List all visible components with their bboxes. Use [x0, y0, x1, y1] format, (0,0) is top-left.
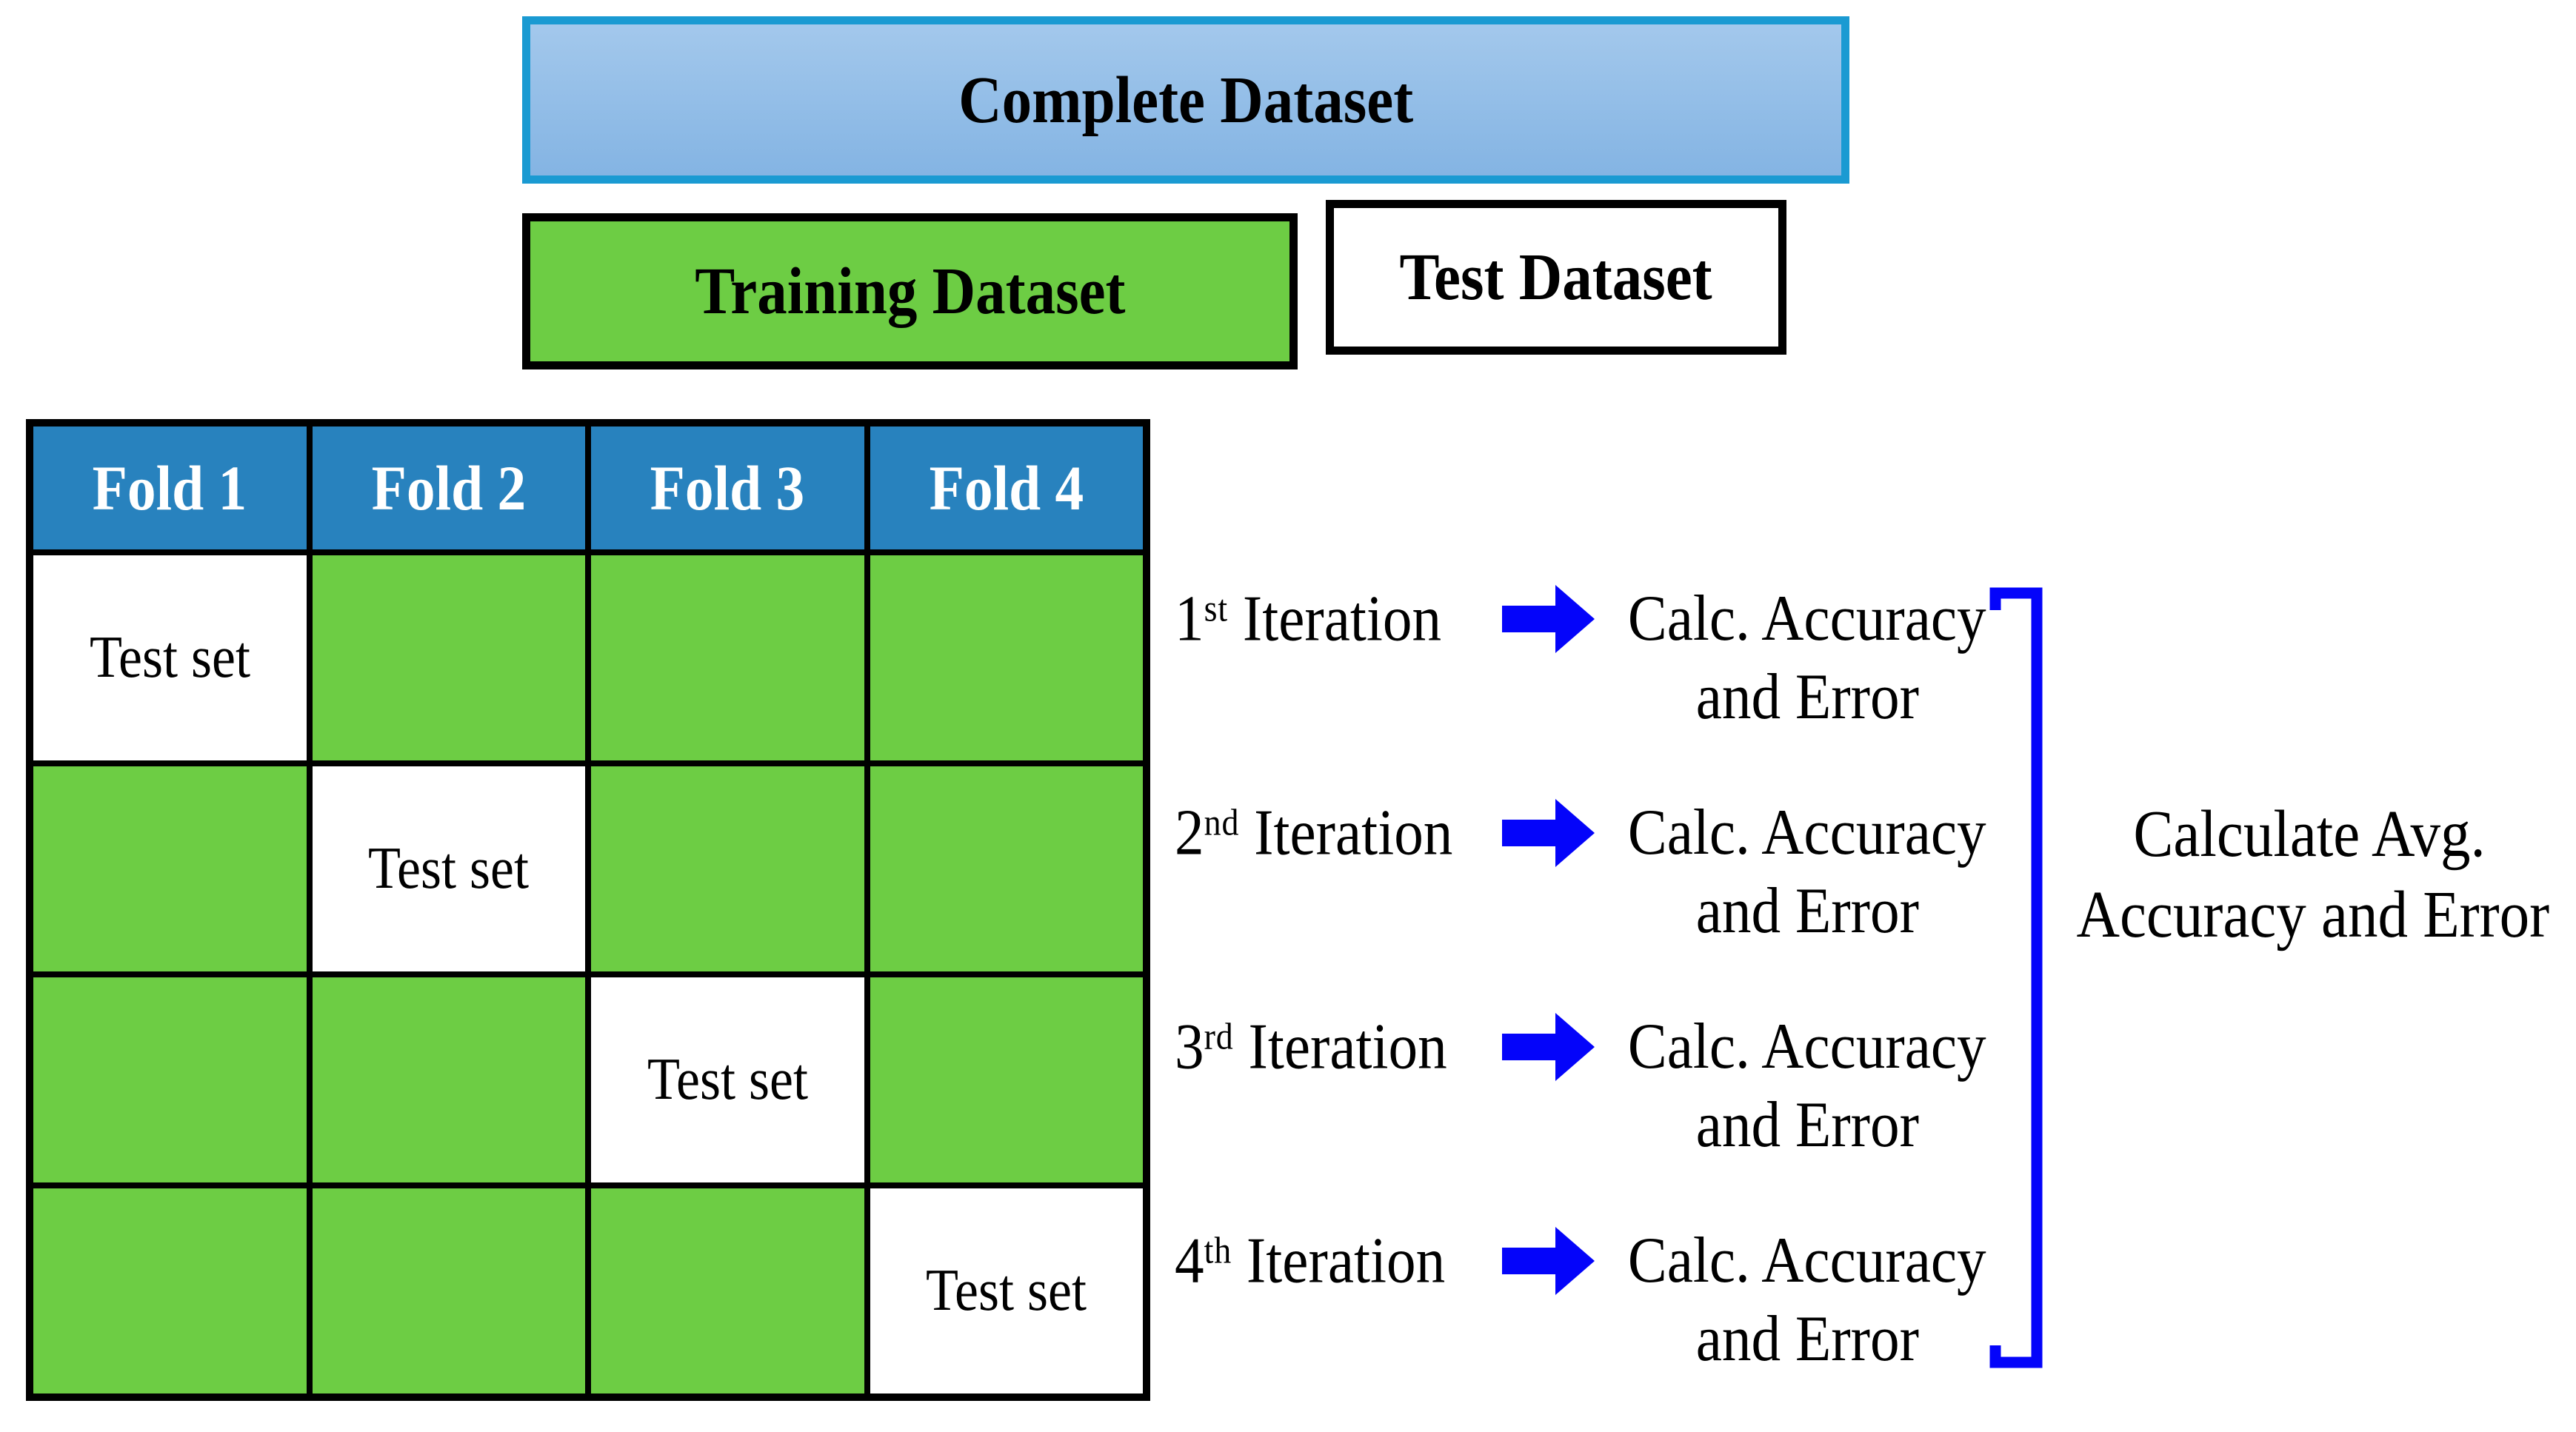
iteration-ordinal-suffix: rd: [1204, 1016, 1234, 1058]
calc-result-line-2-text: and Error: [1695, 1303, 1919, 1375]
test-dataset-box: Test Dataset: [1326, 200, 1786, 355]
iteration-label: 3rd Iteration: [1175, 1010, 1478, 1085]
iteration-label-text: 1st Iteration: [1175, 583, 1442, 655]
fold-header-label: Fold 4: [929, 452, 1084, 523]
iteration-ordinal-suffix: st: [1204, 588, 1229, 630]
test-set-cell: Test set: [312, 766, 585, 971]
train-cell: [33, 1188, 307, 1393]
summary-line-2: Accuracy and Error: [2076, 878, 2550, 951]
train-cell: [591, 555, 864, 760]
fold-header-label: Fold 1: [92, 452, 247, 523]
calc-result-line-1: Calc. Accuracy: [1600, 794, 2015, 872]
arrow-right-icon: [1502, 585, 1595, 653]
iteration-label: 1st Iteration: [1175, 582, 1471, 657]
train-cell: [33, 766, 307, 971]
iteration-label-text: 3rd Iteration: [1175, 1011, 1447, 1083]
iteration-label-text: 4th Iteration: [1175, 1225, 1446, 1297]
test-set-cell: Test set: [870, 1188, 1143, 1393]
calc-result-line-2: and Error: [1600, 872, 2015, 951]
train-cell: [870, 555, 1143, 760]
calc-result-line-1-text: Calc. Accuracy: [1628, 1011, 1986, 1083]
arrow-right-icon: [1502, 1013, 1595, 1081]
summary-label: Calculate Avg. Accuracy and Error: [2050, 794, 2569, 955]
calc-result-line-2: and Error: [1600, 1086, 2015, 1165]
train-cell: [33, 977, 307, 1182]
iteration-label-text: 2nd Iteration: [1175, 797, 1453, 869]
calc-result-line-1-text: Calc. Accuracy: [1628, 797, 1986, 869]
iteration-label: 2nd Iteration: [1175, 796, 1484, 871]
test-set-label: Test set: [368, 836, 530, 901]
calc-result-line-1: Calc. Accuracy: [1600, 580, 2015, 658]
iteration-ordinal-suffix: th: [1204, 1230, 1232, 1272]
calc-result-line-1: Calc. Accuracy: [1600, 1222, 2015, 1300]
calc-result-line-1: Calc. Accuracy: [1600, 1008, 2015, 1086]
train-cell: [312, 1188, 585, 1393]
test-set-label: Test set: [89, 625, 250, 690]
training-dataset-label: Training Dataset: [694, 255, 1126, 328]
fold-header-cell: Fold 4: [870, 426, 1143, 549]
calc-result-line-2-text: and Error: [1695, 1089, 1919, 1161]
fold-header-label: Fold 2: [371, 452, 527, 523]
arrow-right-icon: [1502, 799, 1595, 867]
iteration-ordinal-suffix: nd: [1204, 802, 1240, 844]
train-cell: [312, 555, 585, 760]
fold-header-cell: Fold 2: [312, 426, 585, 549]
fold-header-cell: Fold 1: [33, 426, 307, 549]
train-cell: [870, 766, 1143, 971]
summary-line-1: Calculate Avg.: [2133, 797, 2486, 871]
calc-result-line-2-text: and Error: [1695, 875, 1919, 947]
training-dataset-box: Training Dataset: [522, 213, 1298, 369]
calc-result-line-2: and Error: [1600, 1300, 2015, 1379]
train-cell: [591, 1188, 864, 1393]
iteration-label: 4th Iteration: [1175, 1224, 1475, 1299]
train-cell: [870, 977, 1143, 1182]
test-set-label: Test set: [926, 1258, 1087, 1323]
arrow-right-icon: [1502, 1227, 1595, 1295]
calc-result-line-1-text: Calc. Accuracy: [1628, 583, 1986, 655]
fold-header-label: Fold 3: [650, 452, 805, 523]
calc-result-line-1-text: Calc. Accuracy: [1628, 1225, 1986, 1297]
train-cell: [312, 977, 585, 1182]
train-cell: [591, 766, 864, 971]
calc-result-line-2-text: and Error: [1695, 661, 1919, 733]
test-set-label: Test set: [647, 1047, 808, 1112]
complete-dataset-label: Complete Dataset: [958, 63, 1414, 137]
test-set-cell: Test set: [33, 555, 307, 760]
complete-dataset-box: Complete Dataset: [522, 16, 1849, 184]
test-set-cell: Test set: [591, 977, 864, 1182]
calc-result-line-2: and Error: [1600, 658, 2015, 737]
test-dataset-label: Test Dataset: [1399, 241, 1713, 314]
fold-header-cell: Fold 3: [591, 426, 864, 549]
